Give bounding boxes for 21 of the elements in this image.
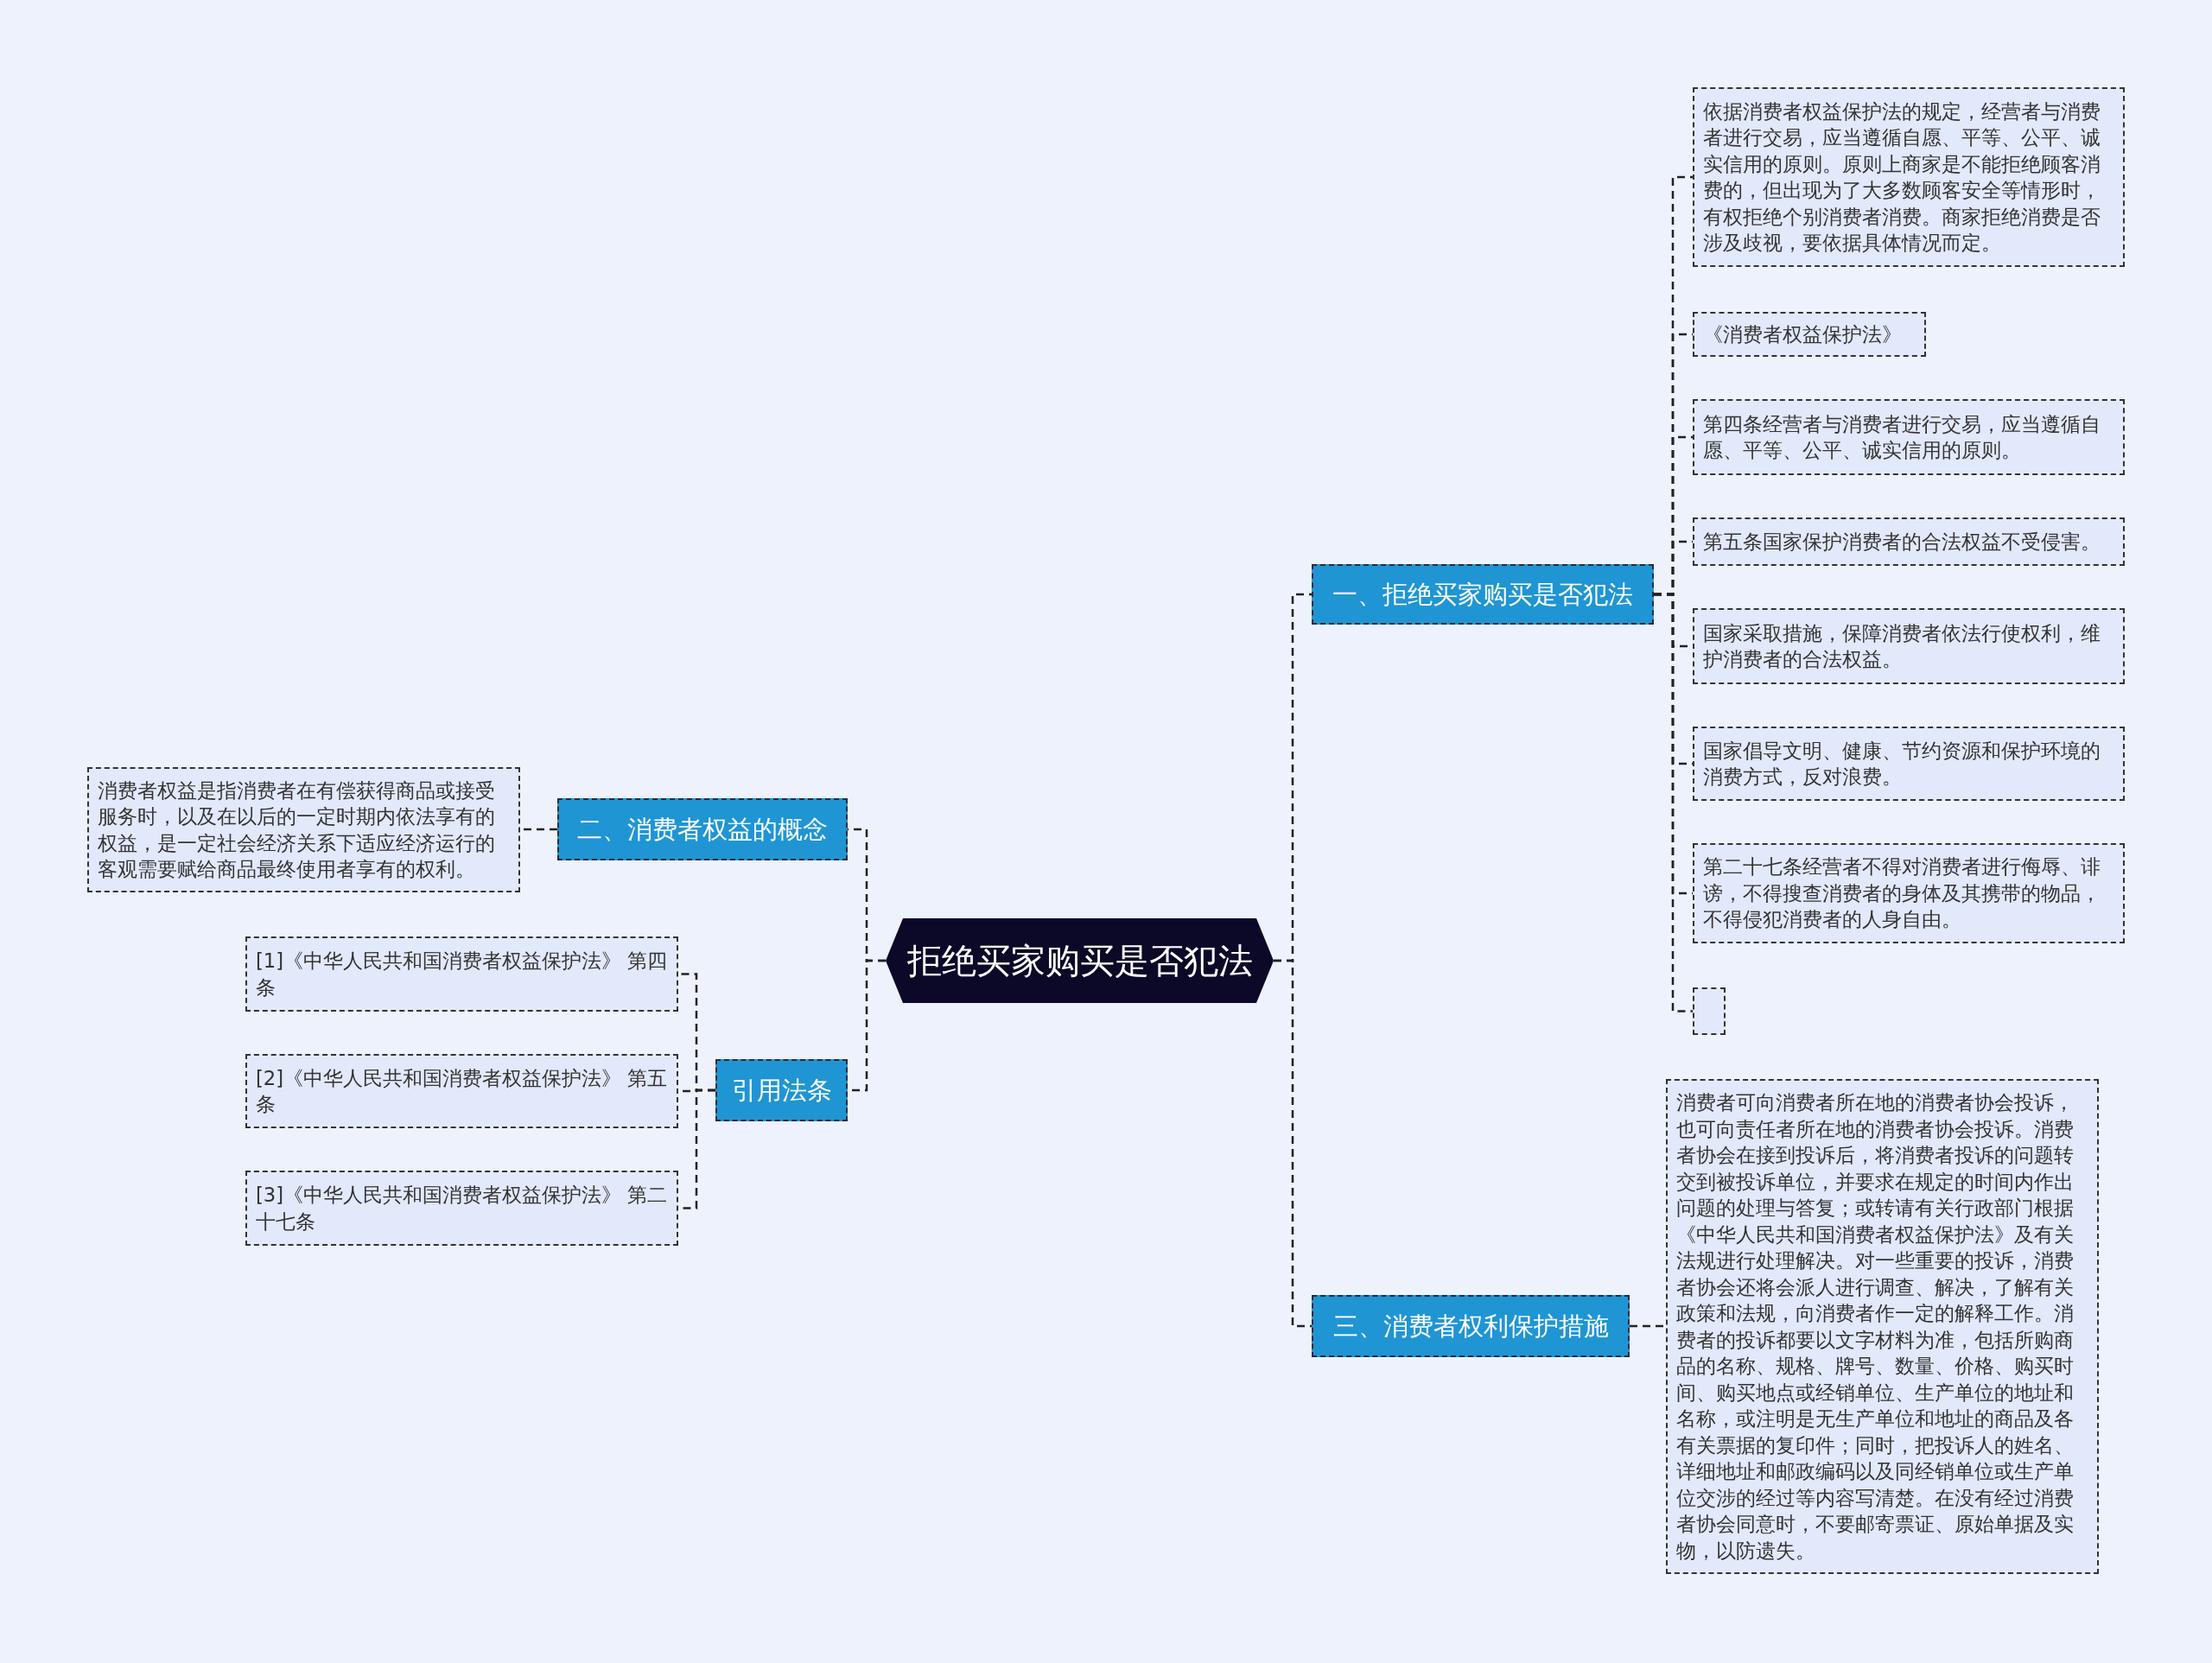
text-box: 第五条国家保护消费者的合法权益不受侵害。 — [1693, 517, 2125, 566]
text-box: [3]《中华人民共和国消费者权益保护法》 第二十七条 — [245, 1171, 678, 1246]
topic-box: 二、消费者权益的概念 — [557, 798, 848, 860]
text-box: 国家倡导文明、健康、节约资源和保护环境的消费方式，反对浪费。 — [1693, 727, 2125, 801]
topic-hexagon: 拒绝买家购买是否犯法 — [886, 918, 1274, 1003]
connector-line — [1654, 593, 1693, 1012]
text-box: 依据消费者权益保护法的规定，经营者与消费者进行交易，应当遵循自愿、平等、公平、诚实信用的原则。原则上商家是不能拒绝顾客消费的，但出现为了大多数顾客安全等情形时，有权拒绝个别消费者消费。商家拒绝消费是否涉及歧视，要依据具体情况而定。 — [1693, 87, 2125, 267]
text-box: 第四条经营者与消费者进行交易，应当遵循自愿、平等、公平、诚实信用的原则。 — [1693, 399, 2125, 475]
connector-line — [1630, 1324, 1666, 1328]
text-box: 消费者可向消费者所在地的消费者协会投诉，也可向责任者所在地的消费者协会投诉。消费者协会在接到投诉后，将消费者投诉的问题转交到被投诉单位，并要求在规定的时间内作出问题的处理与答复；或转请有关行政部门根据《中华人民共和国消费者权益保护法》及有关法规进行处理解决。对一些重要的投诉，消费者协会还将会派人进行调查、解决，了解有关政策和法规，向消费者作一定的解释工作。消费者的投诉都要以文字材料为准，包括所购商品的名称、规格、牌号、数量、价格、购买时间、购买地点或经销单位、生产单位的地址和名称，或注明是无生产单位和地址的商品及各有关票据的复印件；同时，把投诉人的姓名、详细地址和邮政编码以及同经销单位或生产单位交涉的经过等内容写清楚。在没有经过消费者协会同意时，不要邮寄票证、原始单据及实物，以防遗失。 — [1666, 1079, 2099, 1574]
text-box: [2]《中华人民共和国消费者权益保护法》 第五条 — [245, 1054, 678, 1128]
text-box: 国家采取措施，保障消费者依法行使权利，维护消费者的合法权益。 — [1693, 608, 2125, 684]
topic-box: 三、消费者权利保护措施 — [1312, 1295, 1630, 1357]
text-box: 消费者权益是指消费者在有偿获得商品或接受服务时，以及在以后的一定时期内依法享有的权益，是一定社会经济关系下适应经济运行的客观需要赋给商品最终使用者享有的权利。 — [87, 767, 520, 892]
connector-line — [1274, 959, 1312, 1328]
topic-box: 引用法条 — [715, 1059, 848, 1121]
empty-box — [1693, 987, 1726, 1035]
text-box: 《消费者权益保护法》 — [1693, 312, 1926, 357]
text-box: [1]《中华人民共和国消费者权益保护法》 第四条 — [245, 936, 678, 1012]
topic-box: 一、拒绝买家购买是否犯法 — [1312, 564, 1654, 625]
text-box: 第二十七条经营者不得对消费者进行侮辱、诽谤，不得搜查消费者的身体及其携带的物品，不得侵犯消费者的人身自由。 — [1693, 843, 2125, 943]
